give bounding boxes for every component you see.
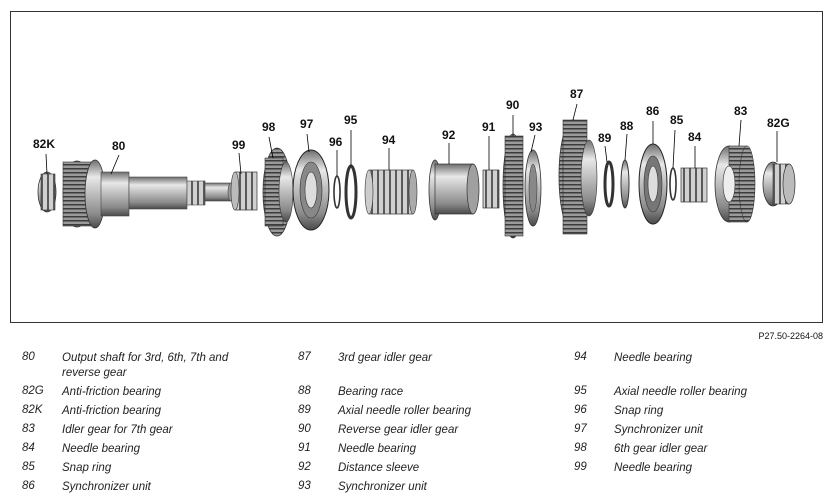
part-92-distance-sleeve bbox=[428, 159, 480, 221]
part-91-needle-bearing bbox=[482, 169, 500, 209]
legend-number: 87 bbox=[298, 351, 311, 363]
legend-description: Snap ring bbox=[62, 462, 112, 474]
part-93-synchronizer bbox=[524, 149, 542, 227]
part-95-axial-bearing bbox=[344, 164, 358, 220]
callout-89: 89 bbox=[598, 131, 612, 145]
legend-description: Anti-friction bearing bbox=[62, 405, 162, 417]
callout-98: 98 bbox=[262, 120, 276, 134]
legend-description: Needle bearing bbox=[614, 462, 693, 474]
callout-94: 94 bbox=[382, 133, 396, 147]
legend-number: 82G bbox=[22, 385, 44, 397]
legend-description: Anti-friction bearing bbox=[62, 386, 162, 398]
legend-description: Needle bearing bbox=[614, 352, 693, 364]
legend-number: 84 bbox=[22, 442, 35, 454]
callout-93: 93 bbox=[529, 120, 543, 134]
part-82G-bearing bbox=[762, 161, 796, 207]
figure-reference: P27.50-2264-08 bbox=[758, 331, 823, 341]
part-86-synchronizer bbox=[638, 143, 668, 225]
part-88-bearing-race bbox=[620, 159, 630, 209]
part-90-reverse-idler-gear bbox=[502, 133, 524, 239]
legend-number: 93 bbox=[298, 480, 311, 492]
callout-leader-lines bbox=[45, 103, 778, 176]
legend-number: 96 bbox=[574, 404, 587, 416]
callout-91: 91 bbox=[482, 120, 496, 134]
callout-85: 85 bbox=[670, 113, 684, 127]
callout-88: 88 bbox=[620, 119, 634, 133]
legend-number: 88 bbox=[298, 385, 311, 397]
callout-82G: 82G bbox=[767, 116, 790, 130]
legend-description: 3rd gear idler gear bbox=[338, 352, 432, 364]
part-98-idler-gear bbox=[262, 147, 294, 237]
callout-99: 99 bbox=[232, 138, 246, 152]
callout-92: 92 bbox=[442, 128, 456, 142]
callout-84: 84 bbox=[688, 130, 702, 144]
legend-number: 82K bbox=[22, 404, 43, 416]
legend-description: Synchronizer unit bbox=[614, 424, 703, 436]
legend-description: Distance sleeve bbox=[338, 462, 420, 474]
legend-description: Reverse gear idler gear bbox=[338, 424, 459, 436]
legend-description: Synchronizer unit bbox=[338, 481, 427, 493]
legend-description: Axial needle roller bearing bbox=[338, 405, 471, 417]
part-82K-bearing bbox=[37, 171, 57, 213]
legend-number: 95 bbox=[574, 385, 587, 397]
legend-description: Idler gear for 7th gear bbox=[62, 424, 173, 436]
legend-description: Synchronizer unit bbox=[62, 481, 151, 493]
legend-number: 89 bbox=[298, 404, 311, 416]
legend-number: 97 bbox=[574, 423, 587, 435]
callout-82K: 82K bbox=[33, 137, 56, 151]
legend-description: Axial needle roller bearing bbox=[614, 386, 747, 398]
legend-number: 98 bbox=[574, 442, 587, 454]
legend-number: 86 bbox=[22, 480, 35, 492]
callout-83: 83 bbox=[734, 104, 748, 118]
part-84-needle-bearing bbox=[680, 167, 708, 203]
legend-description: 6th gear idler gear bbox=[614, 443, 708, 455]
part-97-synchronizer bbox=[292, 149, 330, 231]
legend-number: 80 bbox=[22, 351, 35, 363]
part-89-axial-bearing bbox=[603, 160, 615, 208]
callout-95: 95 bbox=[344, 113, 358, 127]
legend-description: Output shaft for 3rd, 6th, 7th and rever… bbox=[62, 352, 229, 379]
callout-97: 97 bbox=[300, 117, 314, 131]
part-80-output-shaft bbox=[62, 159, 235, 229]
legend-number: 85 bbox=[22, 461, 35, 473]
legend-number: 99 bbox=[574, 461, 587, 473]
legend-description: Needle bearing bbox=[338, 443, 417, 455]
legend-description: Bearing race bbox=[338, 386, 404, 398]
exploded-view-figure: 82K 80 99 98 97 96 95 94 92 91 90 93 87 … bbox=[10, 11, 823, 323]
legend-number: 91 bbox=[298, 442, 311, 454]
legend-number: 83 bbox=[22, 423, 35, 435]
callout-90: 90 bbox=[506, 98, 520, 112]
callout-86: 86 bbox=[646, 104, 660, 118]
callout-80: 80 bbox=[112, 139, 126, 153]
legend-number: 90 bbox=[298, 423, 311, 435]
part-96-snap-ring bbox=[333, 175, 341, 209]
part-87-idler-gear bbox=[558, 119, 598, 235]
legend-description: Snap ring bbox=[614, 405, 664, 417]
legend-description: Needle bearing bbox=[62, 443, 141, 455]
part-83-idler-gear bbox=[714, 145, 756, 223]
callout-87: 87 bbox=[570, 87, 584, 101]
exploded-view-drawing bbox=[37, 103, 796, 239]
callout-96: 96 bbox=[329, 135, 343, 149]
part-94-needle-bearing bbox=[364, 169, 418, 215]
legend-number: 92 bbox=[298, 461, 311, 473]
parts-legend: 80 Output shaft for 3rd, 6th, 7th and rev… bbox=[0, 346, 833, 496]
legend-number: 94 bbox=[574, 351, 587, 363]
part-85-snap-ring bbox=[669, 167, 677, 201]
part-99-needle-bearing bbox=[230, 171, 258, 211]
